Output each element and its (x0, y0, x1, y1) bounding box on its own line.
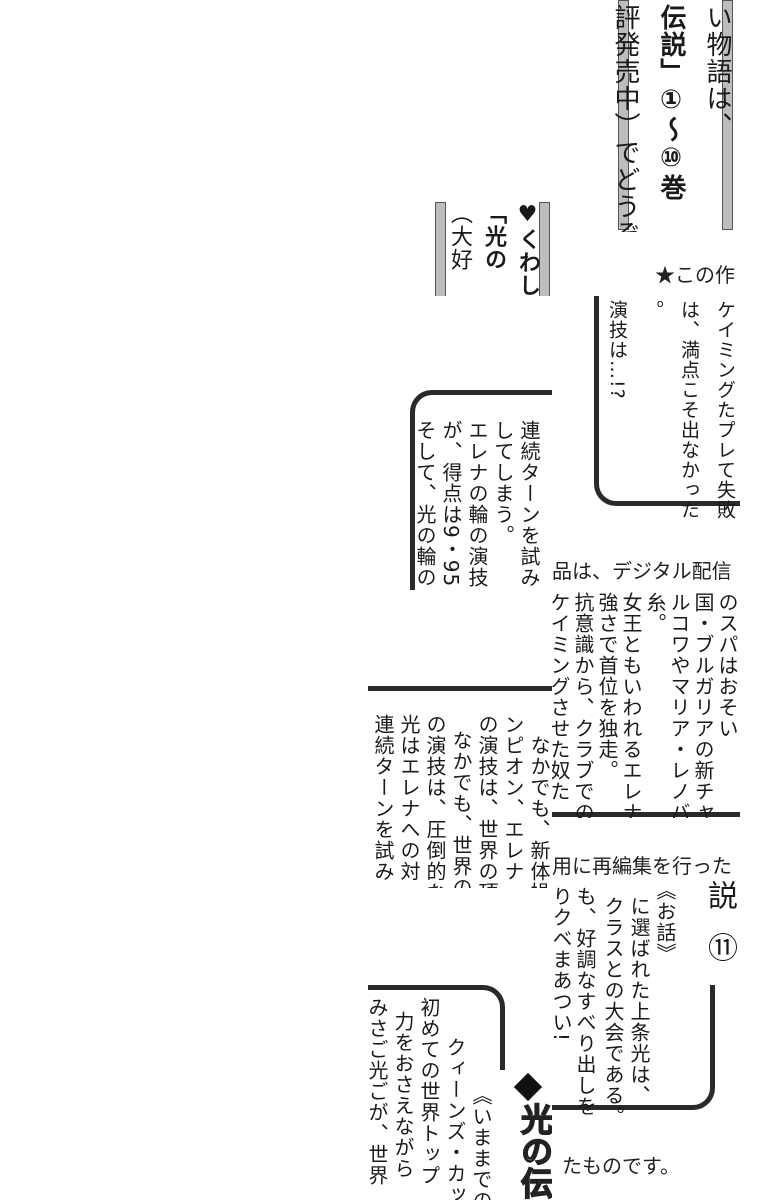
text-column: ♥くわし (515, 202, 540, 296)
tile-story-a: ケイミングたプレて失敗は、満点こそ出なかった。演技は…!? (552, 296, 740, 526)
text-column: 女王ともいわれるエレナ (619, 592, 643, 818)
text-column: い物語は、 (702, 4, 732, 139)
text-column: ルコワやマリア・レノバ (667, 592, 691, 818)
gray-border-bar (618, 0, 629, 230)
text-column: 国・ブルガリアの新チャ (691, 592, 715, 818)
text-column: が、得点は9・95 (439, 420, 463, 588)
text-column: も、好調なすべり出しを (573, 886, 597, 1117)
text-column: の演技は、圧倒的な (423, 714, 447, 888)
text-column: してしまう。 (491, 420, 515, 546)
text-column: みさご光ごが、世界 (368, 997, 389, 1186)
text-column: 初めての世界トップ (417, 997, 441, 1186)
text-column: 説 (702, 880, 737, 911)
text-column: 糸。 (643, 592, 667, 634)
text-column: そして、光の輪の (413, 420, 437, 588)
story-box-border (368, 985, 505, 1070)
text-column: クィーンズ・カップ (443, 1037, 467, 1200)
text-column: なかでも、世界の (449, 730, 473, 888)
text-column: 連続ターンを試み (371, 714, 395, 882)
tile-volume-promo: い物語は、伝説」①〜⑩巻評発売中）でどうぞ!! (590, 0, 760, 232)
story-box-border (594, 296, 740, 506)
divider-line (368, 686, 552, 691)
text-column: ⑪ (702, 932, 737, 963)
tile-story-e: 説 ⑪ 《お話》に選ばれた上条光は、クラスとの大会である。も、好調なすべり出しをりク… (552, 880, 740, 1145)
text-column: りクベまあつい! (552, 886, 573, 1043)
text-column: ケイミングさせた奴た (552, 592, 571, 802)
text-column: に選ばれた上条光は、 (627, 896, 651, 1106)
text-column: 《いままでの (469, 1085, 493, 1200)
text-column: なかでも、新体操王 (527, 735, 551, 888)
story-box-border (552, 985, 715, 1110)
text-column: の演技は、世界の頂 (475, 714, 499, 888)
text-column: は、満点こそ出なかった (678, 300, 700, 520)
text-column: 伝説」①〜⑩巻 (656, 4, 686, 201)
diamond-icon (513, 1072, 543, 1102)
tile-details: ♥くわし「光の （大好 (432, 200, 552, 296)
text-column: 演技は…!? (606, 300, 628, 400)
note-line-1: 品は、デジタル配信 (552, 559, 732, 583)
text-column: エレナの輪の演技 (465, 420, 489, 588)
text-column: 力をおさえながら (391, 1011, 415, 1179)
text-column: 連続ターンを試み (517, 420, 541, 588)
text-column: 強さで首位を独走。 (595, 592, 619, 781)
gray-border-bar (722, 0, 733, 230)
tile-story-f: 光の伝 《いままでのクィーンズ・カップ初めての世界トップ力をおさえながらみさご光… (368, 985, 552, 1200)
text-column: ケイミングたプレて失敗 (714, 300, 736, 520)
tile-story-c: のスパはおそい国・ブルガリアの新チャルコワやマリア・レノバ糸。女王ともいわれるエ… (552, 590, 740, 818)
divider-line (552, 812, 740, 817)
text-column: 。 (642, 300, 664, 320)
story-box-border (410, 390, 552, 590)
gray-border-bar (539, 202, 550, 296)
text-column: 光はエレナへの対 (397, 714, 421, 882)
gray-border-bar (435, 202, 446, 296)
series-title: 光の伝 (515, 1102, 552, 1200)
text-column: 評発売中）でどうぞ!! (610, 4, 640, 232)
note-line-3: たものです。 (562, 1154, 680, 1178)
text-column: 抗意識から、クラブでの (571, 592, 595, 818)
note-star: ★この作 (655, 263, 735, 287)
text-column: 「光の (481, 202, 506, 271)
text-column: （大好 (447, 202, 472, 271)
note-line-2: 用に再編集を行った (552, 854, 732, 878)
text-column: クラスとの大会である。 (601, 896, 625, 1127)
text-column: 《お話》 (653, 880, 677, 964)
tile-story-d: なかでも、新体操王ンピオン、エレナ・ベの演技は、世界の頂なかでも、世界のの演技は… (368, 590, 552, 888)
text-column: のスパはおそい (715, 592, 739, 739)
text-column: ンピオン、エレナ・ベ (501, 714, 525, 888)
